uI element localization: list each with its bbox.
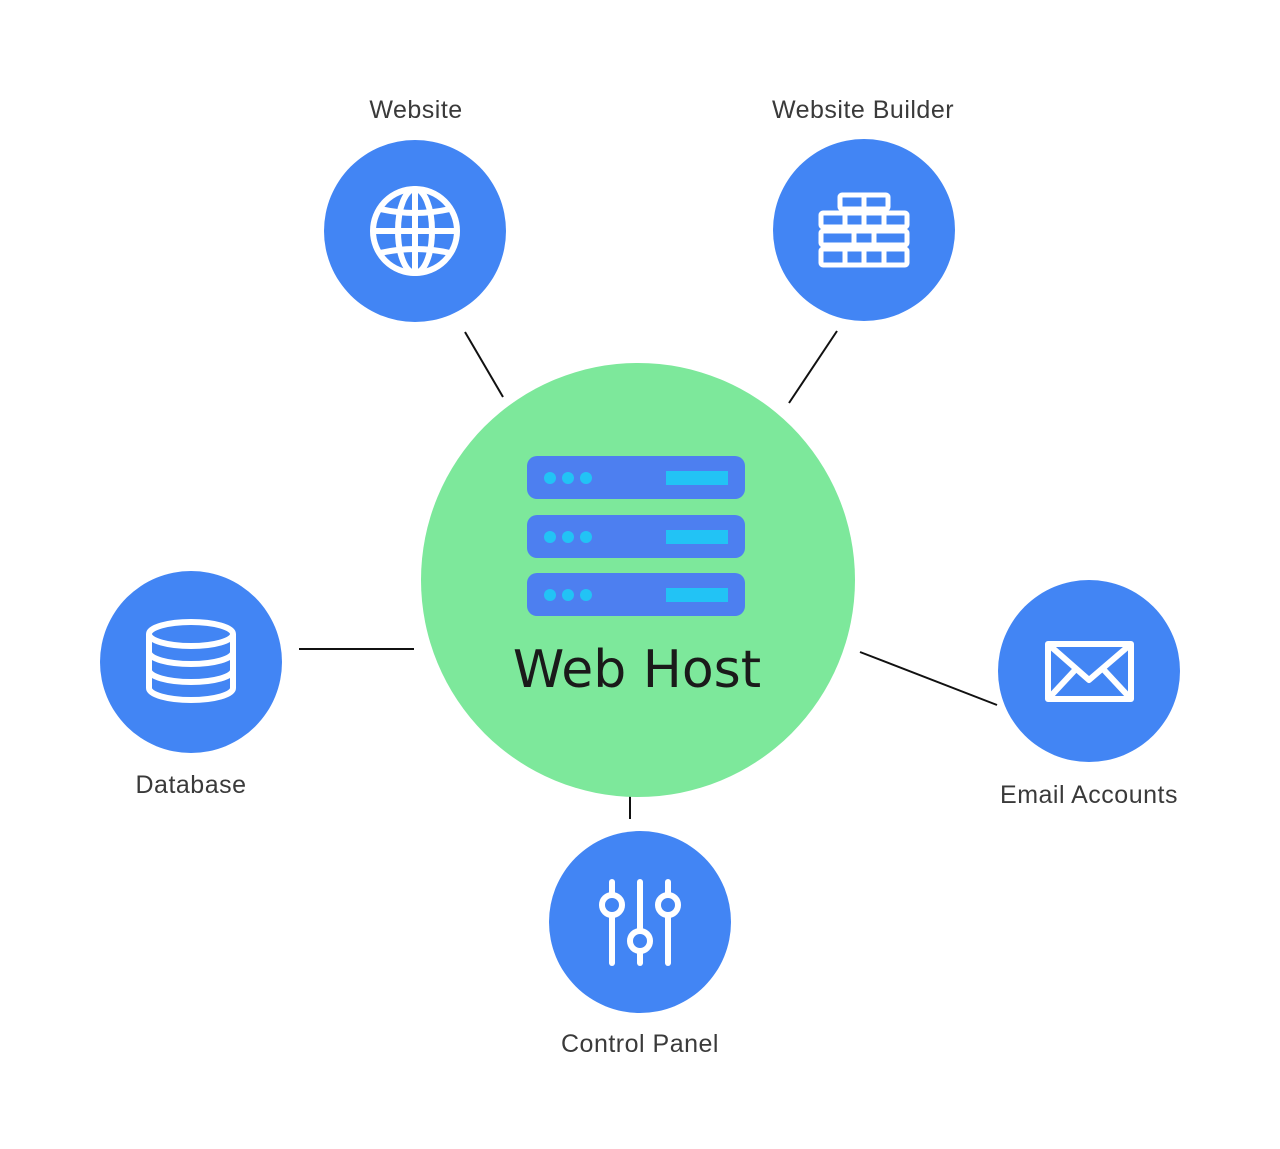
node-label-email-accounts: Email Accounts	[1000, 781, 1178, 809]
connector-website-builder	[788, 330, 838, 404]
envelope-icon	[1045, 641, 1134, 702]
node-label-database: Database	[135, 771, 246, 799]
connectors	[299, 330, 998, 819]
node-email-accounts: Email Accounts	[998, 580, 1180, 809]
server-unit	[527, 515, 745, 558]
node-circle-email-accounts	[998, 580, 1180, 762]
node-label-control-panel: Control Panel	[561, 1030, 719, 1058]
connector-website	[464, 331, 504, 398]
brick-wall-icon	[818, 192, 910, 268]
database-icon	[146, 619, 236, 703]
node-label-website: Website	[369, 96, 462, 124]
node-website: Website	[324, 96, 506, 322]
sliders-icon	[599, 879, 681, 966]
server-unit	[527, 573, 745, 616]
connector-email-accounts	[859, 651, 998, 706]
server-rack-icon	[527, 456, 745, 616]
node-website-builder: Website Builder	[772, 96, 955, 321]
node-database: Database	[100, 571, 282, 799]
node-control-panel: Control Panel	[549, 831, 731, 1058]
hub-web-host: Web Host	[421, 363, 855, 797]
node-label-website-builder: Website Builder	[772, 96, 954, 124]
hub-label: Web Host	[513, 640, 761, 700]
globe-icon	[370, 186, 460, 276]
server-unit	[527, 456, 745, 499]
